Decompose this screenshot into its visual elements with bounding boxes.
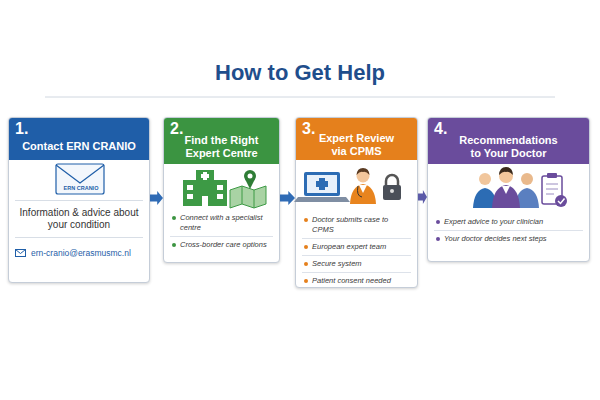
map-pin-dot — [248, 174, 253, 179]
lock-keyhole — [390, 189, 394, 193]
step-title: Contact ERN CRANIO — [9, 140, 149, 153]
step-card: 4.Recommendations to Your DoctorExpert a… — [427, 117, 590, 262]
map-fold — [254, 190, 255, 208]
step-card: 2.Find the Right Expert CentreConnect wi… — [163, 117, 280, 263]
diagram-title: How to Get Help — [0, 60, 600, 86]
hospital-icon — [183, 180, 227, 206]
lock-shackle — [386, 175, 398, 186]
bullet-item: Connect with a specialist centre — [170, 210, 273, 236]
clinician-head — [499, 169, 513, 183]
clipboard-clip — [547, 173, 557, 178]
step-title: Recommendations to Your Doctor — [428, 134, 589, 160]
clinician-hair — [499, 167, 513, 175]
title-rule — [45, 97, 555, 98]
envelope-flap — [56, 165, 104, 183]
hospital-window — [217, 194, 223, 199]
info-text: Information & advice about your conditio… — [15, 200, 143, 238]
medical-plus — [319, 178, 325, 190]
clinician-icon — [492, 185, 520, 208]
hospital-tower — [196, 170, 214, 182]
card-body: Doctor submits case to CPMSEuropean expe… — [302, 212, 411, 289]
step-card: 3.Expert Review via CPMS Doctor submits c… — [295, 117, 418, 288]
clinician-icon — [473, 188, 497, 208]
clipboard-line — [546, 194, 554, 195]
clinician-collar — [502, 186, 510, 194]
card-body: Information & advice about your conditio… — [15, 200, 143, 258]
step-number: 3. — [302, 120, 315, 138]
map-pin — [244, 170, 256, 182]
bullet-item: Cross-border care options — [170, 236, 273, 253]
laptop-icon — [304, 172, 340, 196]
hospital-window — [187, 185, 193, 190]
bullet-item: Your doctor decides next steps — [434, 230, 583, 247]
flow-arrow — [150, 191, 163, 205]
clipboard-icon — [542, 176, 562, 204]
logo-text: ERN CRANIO — [63, 185, 99, 191]
envelope-icon — [56, 164, 104, 194]
clipboard-line — [546, 189, 558, 190]
doctor-head — [357, 170, 370, 183]
flow-arrow — [280, 191, 295, 205]
flow-arrow — [418, 190, 427, 204]
hospital-window — [187, 194, 193, 199]
medical-plus — [316, 181, 328, 187]
bullet-item: Patient consent needed — [302, 272, 411, 289]
doctor-collar — [359, 185, 367, 193]
bullet-item: Doctor submits case to CPMS — [302, 212, 411, 238]
email-icon-body — [16, 250, 26, 257]
clinician-icon — [515, 188, 539, 208]
hospital-cross — [203, 172, 207, 180]
card-header: 3.Expert Review via CPMS — [296, 118, 417, 160]
hospital-window — [217, 185, 223, 190]
doctor-icon — [350, 184, 376, 204]
hospital-door — [202, 196, 208, 206]
card-header: 4.Recommendations to Your Doctor — [428, 118, 589, 164]
doctor-hair — [357, 168, 370, 175]
step-title: Find the Right Expert Centre — [164, 134, 279, 160]
clipboard-line — [546, 184, 558, 185]
bullet-item: European expert team — [302, 238, 411, 255]
clinician-head — [521, 173, 533, 185]
card-header: 2.Find the Right Expert Centre — [164, 118, 279, 164]
step-card: 1. Contact ERN CRANIO Information & advice… — [8, 117, 150, 283]
email-icon — [15, 249, 26, 257]
laptop-screen — [307, 175, 337, 193]
card-body: Expert advice to your clinicianYour doct… — [434, 214, 583, 247]
step-title: Expert Review via CPMS — [296, 132, 417, 158]
clinician-head — [479, 173, 491, 185]
hospital-cross — [201, 174, 209, 178]
laptop-base — [294, 197, 350, 202]
check-mark — [558, 199, 565, 204]
bullet-item: Secure system — [302, 255, 411, 272]
map-icon — [230, 186, 266, 208]
map-fold — [242, 186, 243, 204]
lock-icon — [383, 185, 401, 200]
card-body: Connect with a specialist centreCross-bo… — [170, 210, 273, 253]
email-address: ern-cranio@erasmusmc.nl — [31, 248, 131, 258]
map-pin — [245, 179, 255, 189]
step-number: 1. — [15, 120, 28, 138]
card-header: 1. Contact ERN CRANIO — [9, 118, 149, 160]
check-badge — [555, 195, 567, 207]
step-number: 4. — [434, 120, 447, 138]
bullet-item: Expert advice to your clinician — [434, 214, 583, 230]
step-number: 2. — [170, 120, 183, 138]
email-icon-flap — [16, 250, 26, 254]
email-row: ern-cranio@erasmusmc.nl — [15, 238, 143, 258]
stethoscope — [358, 186, 363, 197]
